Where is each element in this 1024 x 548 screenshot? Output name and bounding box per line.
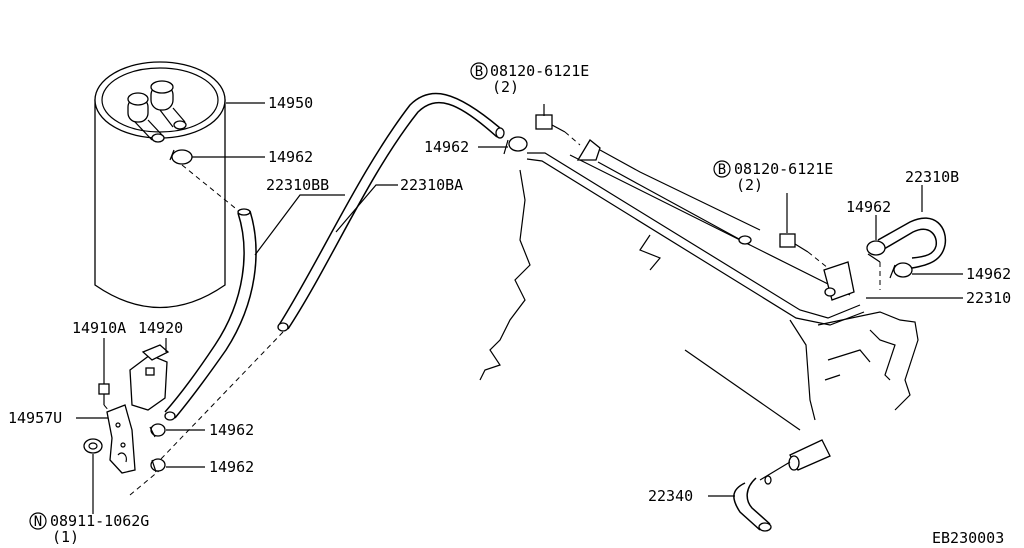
valve-14920[interactable]: [129, 344, 170, 411]
label-14962-lower-2: 14962: [209, 458, 254, 476]
bracket-14957U[interactable]: [106, 404, 136, 474]
clamp-14962-lower-1[interactable]: [149, 423, 166, 438]
clamp-14962-right-lower[interactable]: [889, 262, 913, 279]
tube-assembly-22310[interactable]: [526, 139, 865, 326]
label-22310BB: 22310BB: [266, 176, 329, 194]
label-nut: N 08911-1062G (1): [29, 512, 149, 546]
label-14962-lower-1: 14962: [209, 421, 254, 439]
bolt-08120-mid[interactable]: [779, 233, 829, 269]
label-bolt-top: B 08120-6121E (2): [470, 62, 589, 96]
guide-line-ba: [159, 331, 284, 461]
engine-outline: [479, 169, 919, 431]
label-14962-upper: 14962: [424, 138, 469, 156]
label-14962-right-lower: 14962: [966, 265, 1011, 283]
nut-badge-icon: [29, 512, 47, 530]
nut-badge-letter: N: [34, 514, 42, 530]
label-14957U: 14957U: [8, 409, 62, 427]
label-22340: 22340: [648, 487, 693, 505]
label-14910A: 14910A: [72, 319, 126, 337]
guide-line-bracket: [129, 469, 161, 496]
hose-22340[interactable]: [733, 439, 831, 532]
clamp-14962-upper[interactable]: [503, 136, 528, 155]
label-22310: 22310: [966, 289, 1011, 307]
clamp-14962-right-upper[interactable]: [866, 240, 886, 263]
label-08120-top-qty: (2): [492, 78, 519, 96]
bolt-14910A[interactable]: [98, 383, 110, 405]
label-08120-mid-qty: (2): [736, 176, 763, 194]
label-08911-qty: (1): [52, 528, 79, 546]
canister-port-2: [150, 80, 187, 130]
label-14962-canister: 14962: [268, 148, 313, 166]
bolt-08120-top[interactable]: [535, 114, 581, 146]
label-08120-top: 08120-6121E: [490, 62, 589, 80]
clamp-14962-lower-2[interactable]: [150, 458, 166, 473]
label-14962-right-upper: 14962: [846, 198, 891, 216]
hose-22310B[interactable]: [877, 217, 947, 269]
hose-22310BA[interactable]: [277, 92, 505, 332]
label-08120-mid: 08120-6121E: [734, 160, 833, 178]
canister-14950[interactable]: [94, 61, 226, 309]
label-14950: 14950: [268, 94, 313, 112]
bolt-badge-letter: B: [475, 64, 483, 80]
canister-port-1: [127, 92, 165, 143]
label-14920: 14920: [138, 319, 183, 337]
bolt-badge-icon: [470, 62, 488, 80]
nut-08911[interactable]: [83, 438, 103, 454]
diagram-code: EB230003: [932, 529, 1004, 547]
hose-22310BB[interactable]: [164, 208, 257, 421]
label-22310BA: 22310BA: [400, 176, 463, 194]
label-bolt-mid: B 08120-6121E (2): [713, 160, 833, 194]
bolt-badge-letter: B: [718, 162, 726, 178]
label-08911: 08911-1062G: [50, 512, 149, 530]
leader-lines: [76, 102, 963, 514]
label-22310B: 22310B: [905, 168, 959, 186]
bolt-badge-icon: [713, 160, 731, 178]
guide-line-canister: [181, 164, 241, 213]
guide-line-bolt: [103, 404, 111, 413]
